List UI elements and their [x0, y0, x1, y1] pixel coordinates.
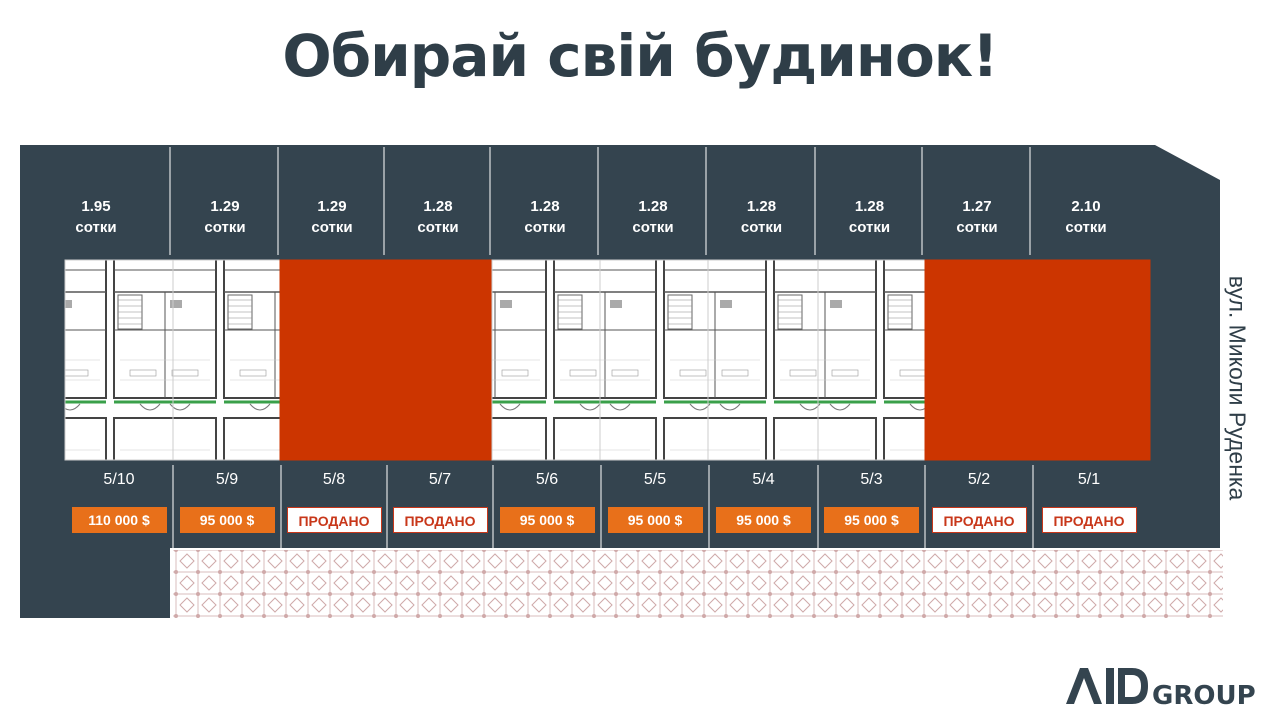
plot-area-unit: сотки [956, 219, 998, 236]
plot-lot-number: 5/10 [103, 471, 135, 488]
plot-area-unit: сотки [740, 219, 783, 236]
plot-price-button[interactable]: 95 000 $ [179, 507, 275, 533]
plot-area: 1.28 сотки [385, 196, 491, 238]
logo-wordmark: GROUP [1152, 681, 1256, 710]
plot-lot-number: 5/3 [860, 471, 883, 488]
plot-price-button[interactable]: 95 000 $ [824, 507, 919, 533]
plot-sold-block[interactable] [279, 259, 386, 461]
plot-area-unit: сотки [417, 219, 459, 236]
plot-area-value: 1.27 [962, 198, 992, 215]
plot-area: 1.27 сотки [923, 196, 1031, 238]
plot-area: 1.28 сотки [707, 196, 816, 238]
plot-sold-block[interactable] [924, 259, 1033, 461]
page-title: Обирай свій будинок! [282, 22, 998, 90]
plot-price-button[interactable]: 95 000 $ [607, 507, 703, 533]
plot-area-value: 1.29 [210, 198, 240, 215]
plot-sold-block[interactable] [384, 259, 493, 461]
plot-floor-plan[interactable] [491, 259, 601, 461]
aid-group-logo: GROUP [1066, 668, 1256, 710]
logo-mark-shape [1066, 668, 1102, 704]
plot-lot-number: 5/8 [322, 471, 346, 488]
plot-floor-plan[interactable] [817, 259, 926, 461]
plot-area-value: 1.28 [854, 198, 885, 215]
plot-area-unit: сотки [632, 219, 674, 236]
plot-price-button[interactable]: 110 000 $ [71, 507, 167, 533]
plot-floor-plan[interactable] [707, 259, 819, 461]
plot-area-unit: сотки [311, 219, 353, 236]
plot-area: 1.95 сотки [21, 196, 171, 238]
plot-area-value: 2.10 [1071, 198, 1101, 215]
plot-floor-plan[interactable] [172, 259, 281, 461]
plot-area: 1.28 сотки [491, 196, 599, 238]
plot-area: 1.28 сотки [599, 196, 707, 238]
plot-area-unit: сотки [1065, 219, 1107, 236]
plot-area-unit: сотки [204, 219, 246, 236]
plot-area: 1.28 сотки [816, 196, 923, 238]
plot-area-value: 1.28 [638, 198, 668, 215]
plot-area-value: 1.28 [746, 198, 777, 215]
plot-lot-number: 5/6 [535, 471, 559, 488]
plot-price-button[interactable]: 95 000 $ [716, 507, 811, 533]
plot-sold-badge[interactable]: ПРОДАНО [931, 507, 1027, 533]
plot-sold-badge[interactable]: ПРОДАНО [1041, 507, 1137, 533]
plot-lot-number: 5/1 [1077, 471, 1101, 488]
plot-floor-plan[interactable] [64, 259, 174, 461]
plot-area: 2.10 сотки [1031, 196, 1141, 238]
plot-sold-badge[interactable]: ПРОДАНО [392, 507, 488, 533]
plot-area-unit: сотки [848, 219, 891, 236]
plot-lot-number: 5/7 [428, 471, 452, 488]
plot-lot-number: 5/4 [752, 471, 775, 488]
plot-lot-number: 5/2 [967, 471, 991, 488]
plot-area-value: 1.95 [81, 198, 111, 215]
plot-lot-number: 5/5 [643, 471, 667, 488]
plot-area-value: 1.28 [530, 198, 560, 215]
plot-sold-badge[interactable]: ПРОДАНО [286, 507, 382, 533]
plot-area: 1.29 сотки [279, 196, 385, 238]
plot-price-button[interactable]: 95 000 $ [499, 507, 595, 533]
plot-area: 1.29 сотки [171, 196, 279, 238]
plot-lot-number: 5/9 [215, 471, 239, 488]
plot-area-value: 1.29 [317, 198, 347, 215]
plot-floor-plan[interactable] [599, 259, 709, 461]
plot-area-value: 1.28 [423, 198, 453, 215]
plot-area-unit: сотки [75, 219, 117, 236]
paving-strip [173, 550, 1223, 618]
plot-sold-block[interactable] [1031, 259, 1151, 461]
plot-area-unit: сотки [524, 219, 566, 236]
